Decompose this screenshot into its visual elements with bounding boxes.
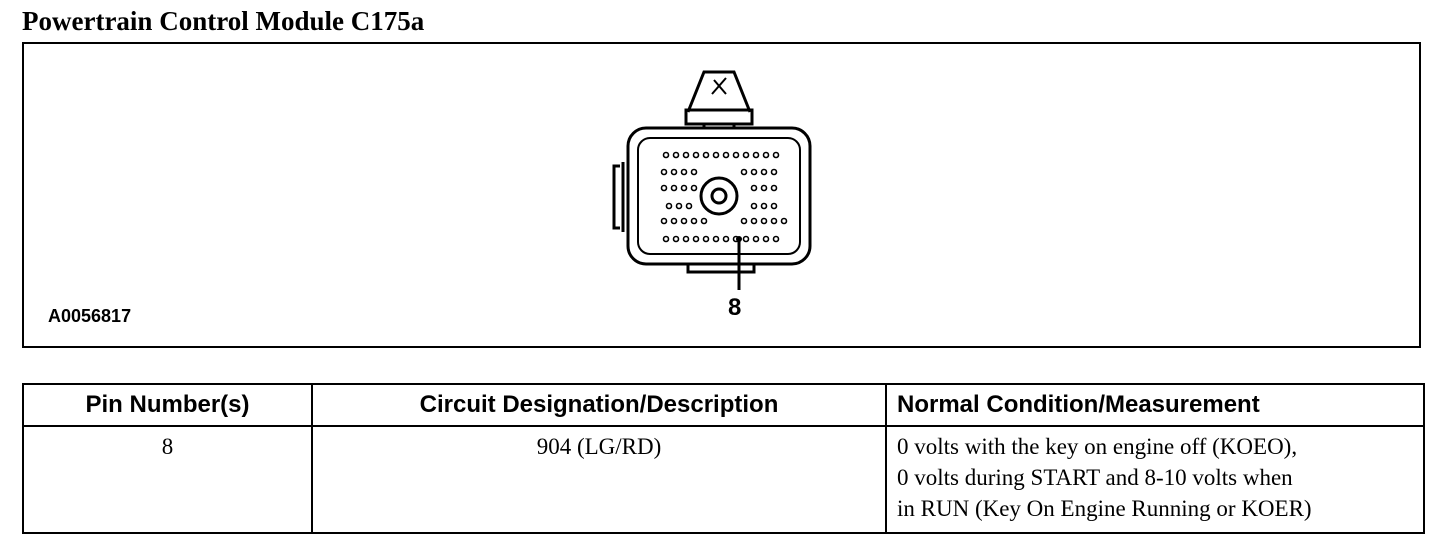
header-condition: Normal Condition/Measurement <box>885 383 1425 427</box>
condition-line: 0 volts during START and 8-10 volts when <box>897 465 1293 490</box>
pin-table: Pin Number(s) Circuit Designation/Descri… <box>22 383 1425 534</box>
connector-diagram <box>612 70 812 290</box>
document-title: Powertrain Control Module C175a <box>22 6 425 36</box>
pin-callout-label: 8 <box>728 294 742 321</box>
header-pin-numbers: Pin Number(s) <box>22 383 313 427</box>
connector-face <box>637 137 801 255</box>
condition-line: in RUN (Key On Engine Running or KOER) <box>897 496 1312 521</box>
center-bolt-inner <box>710 187 728 205</box>
cell-pin: 8 <box>22 425 313 534</box>
table-header-row: Pin Number(s) Circuit Designation/Descri… <box>22 383 1425 427</box>
header-circuit: Circuit Designation/Description <box>311 383 887 427</box>
connector-latch <box>684 70 754 134</box>
cell-circuit: 904 (LG/RD) <box>311 425 887 534</box>
connector-figure: 8 A0056817 <box>22 42 1421 348</box>
cell-condition: 0 volts with the key on engine off (KOEO… <box>885 425 1425 534</box>
connector-housing <box>626 126 812 266</box>
figure-id: A0056817 <box>48 306 132 326</box>
condition-line: 0 volts with the key on engine off (KOEO… <box>897 434 1298 459</box>
table-row: 8 904 (LG/RD) 0 volts with the key on en… <box>22 425 1425 534</box>
center-bolt-outer <box>699 176 739 216</box>
connector-side-tab <box>612 162 625 232</box>
